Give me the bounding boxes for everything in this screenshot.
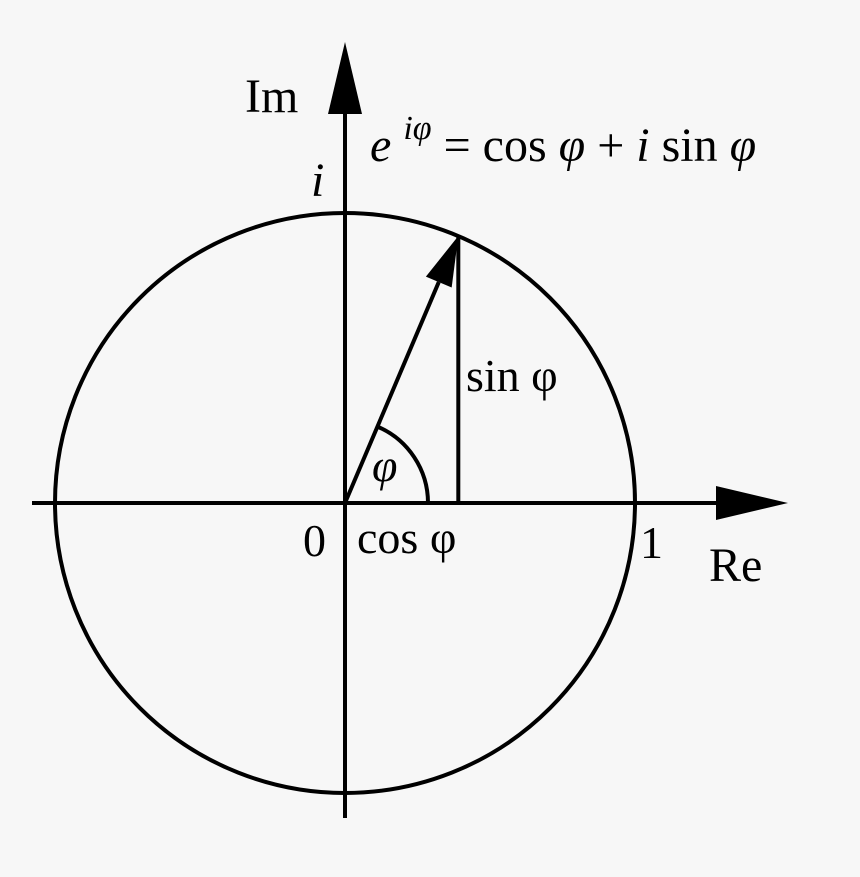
formula-phi-2: φ [730, 119, 757, 172]
formula-exponent: iφ [403, 110, 431, 147]
radius-vector [343, 281, 441, 504]
formula-phi-1: φ [559, 119, 586, 172]
euler-formula: e iφ = cos φ + i sin φ [370, 97, 756, 172]
formula-plus: + [597, 119, 636, 172]
real-axis-label: Re [709, 539, 762, 592]
formula-sin: sin [662, 119, 730, 172]
formula-equals: = [444, 119, 471, 172]
angle-arc [376, 424, 430, 504]
imaginary-unit-label: i [311, 154, 324, 207]
radius-vector-arrowhead [425, 236, 459, 288]
formula-i: i [636, 119, 649, 172]
formula-cos: cos [483, 119, 559, 172]
angle-label: φ [372, 440, 397, 491]
imaginary-axis-arrowhead [328, 42, 362, 114]
sine-leg-label: sin φ [466, 350, 558, 401]
cosine-leg-label: cos φ [357, 512, 456, 563]
imaginary-axis-label: Im [245, 70, 298, 123]
formula-base: e [370, 119, 391, 172]
one-label: 1 [640, 517, 663, 568]
origin-label: 0 [303, 515, 326, 566]
real-axis-arrowhead [716, 486, 788, 520]
